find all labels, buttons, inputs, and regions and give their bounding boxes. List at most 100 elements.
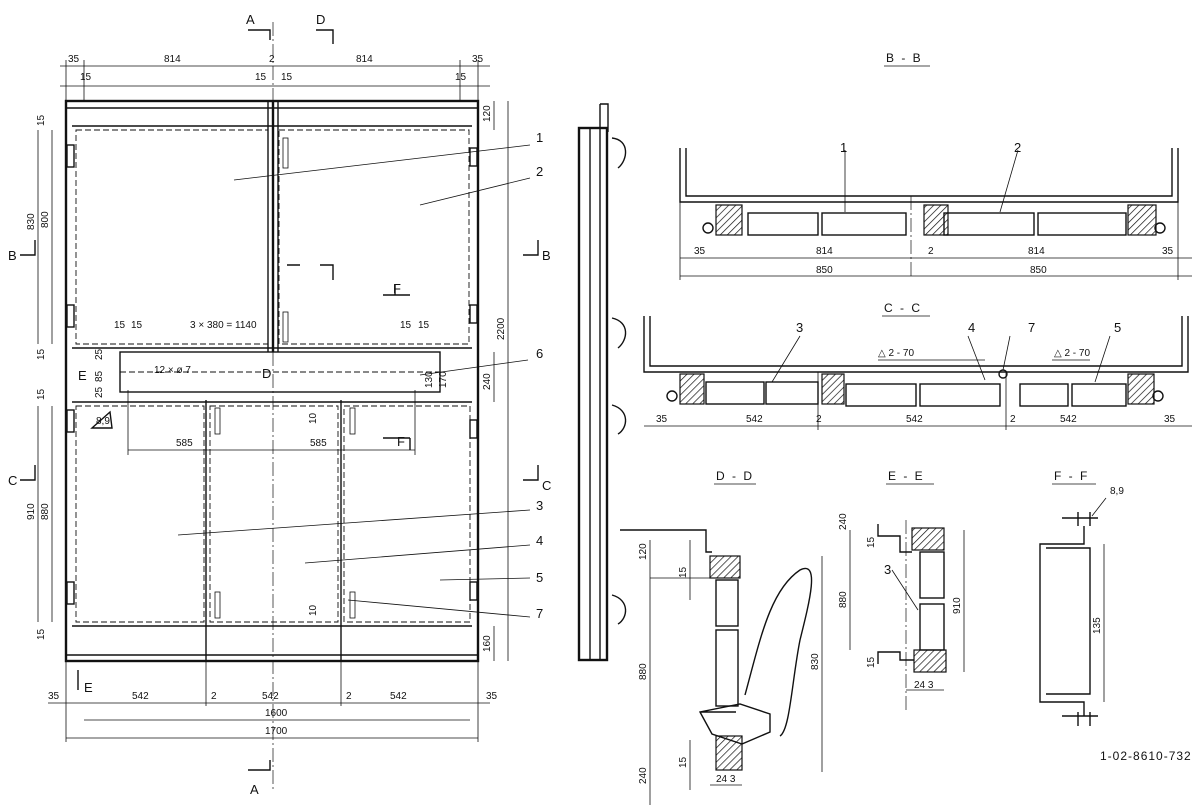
section-marker-f: F <box>393 281 401 296</box>
dim-right: 240 <box>482 373 493 390</box>
part-number: 7 <box>536 606 543 621</box>
dim-ee: 880 <box>838 591 849 608</box>
part-number: 3 <box>884 562 891 577</box>
dim-bottom: 35 <box>486 691 498 702</box>
part-number: 5 <box>1114 320 1121 335</box>
dim-dd: 15 <box>678 756 689 768</box>
side-view <box>577 103 627 662</box>
dim-left: 15 <box>36 628 47 640</box>
dim-left: 15 <box>36 114 47 126</box>
dim-dd: 240 <box>638 767 649 784</box>
section-marker-b: B <box>8 248 17 263</box>
dim-mid-small: 25 <box>94 348 105 360</box>
part-number: 3 <box>536 498 543 513</box>
dim-bottom: 35 <box>48 691 60 702</box>
part-number: 6 <box>536 346 543 361</box>
dim-cc: 35 <box>656 414 668 425</box>
section-ff: F - F 8,9 135 <box>1039 469 1124 726</box>
dim-ee: 910 <box>952 597 963 614</box>
dim-mid-small: 25 <box>94 386 105 398</box>
section-marker-e: E <box>78 368 87 383</box>
dim-inner: 585 <box>310 438 327 449</box>
upper-panel-right <box>278 129 470 345</box>
dim-small: 15 <box>255 72 267 83</box>
weld-note: △ 2 - 70 <box>878 348 914 359</box>
dim-bb: 35 <box>694 246 706 257</box>
weld-size: 8,9 <box>96 416 110 427</box>
part-number: 1 <box>536 130 543 145</box>
dim-mid: 15 <box>131 320 143 331</box>
dim-bottom: 542 <box>132 691 149 702</box>
dim-small: 15 <box>281 72 293 83</box>
section-marker-b: B <box>542 248 551 263</box>
dim-dd: 120 <box>638 543 649 560</box>
part-number: 4 <box>968 320 975 335</box>
lower-panel-middle <box>209 405 339 623</box>
dim-dd: 880 <box>638 663 649 680</box>
section-cc: C - C 3 4 7 5 △ 2 - 70 △ 2 - 70 35 542 2… <box>643 301 1192 430</box>
weld-note: △ 2 - 70 <box>1054 348 1090 359</box>
dim-small: 15 <box>80 72 92 83</box>
dim-overall-1700: 1700 <box>265 726 288 737</box>
part-number: 1 <box>840 140 847 155</box>
dim-inner: 585 <box>176 438 193 449</box>
dim-bottom: 542 <box>390 691 407 702</box>
dim-mid: 15 <box>418 320 430 331</box>
dim-top-814-right: 814 <box>356 54 373 65</box>
dim-small: 15 <box>455 72 467 83</box>
dim-ee: 15 <box>866 536 877 548</box>
dim-cc: 2 <box>1010 414 1016 425</box>
part-number: 5 <box>536 570 543 585</box>
part-number: 4 <box>536 533 543 548</box>
dim-mid: 15 <box>400 320 412 331</box>
section-marker-f: F <box>397 434 405 449</box>
dim-left: 15 <box>36 388 47 400</box>
dim-left: 910 <box>26 503 37 520</box>
dim-top-2: 2 <box>269 54 275 65</box>
part-number: 2 <box>1014 140 1021 155</box>
dim-left-35: 35 <box>68 54 80 65</box>
section-title-bb: B - B <box>886 51 923 65</box>
section-marker-a: A <box>250 782 259 797</box>
dim-ee: 15 <box>866 656 877 668</box>
section-marker-e: E <box>84 680 93 695</box>
dim-ff: 135 <box>1092 617 1103 634</box>
dim-left: 830 <box>26 213 37 230</box>
dim-bb: 850 <box>1030 265 1047 276</box>
dim-right-35: 35 <box>472 54 484 65</box>
section-marker-c: C <box>542 478 551 493</box>
dim-cc: 542 <box>1060 414 1077 425</box>
dim-right: 2200 <box>496 317 507 340</box>
dim-bb: 2 <box>928 246 934 257</box>
dim-cc: 542 <box>746 414 763 425</box>
dim-bottom: 2 <box>211 691 217 702</box>
dim-left: 880 <box>40 503 51 520</box>
part-number: 2 <box>536 164 543 179</box>
dim-top-814-left: 814 <box>164 54 181 65</box>
lower-panel-left <box>75 405 205 623</box>
drawing-number: 1-02-8610-732 <box>1100 749 1192 763</box>
section-marker-a: A <box>246 12 255 27</box>
dim-bb: 814 <box>1028 246 1045 257</box>
dim-holes: 12 × ø 7 <box>154 365 191 376</box>
section-title-dd: D - D <box>716 469 754 483</box>
dim-mid-small: 130 <box>424 371 435 388</box>
section-ee: E - E 3 240 15 880 910 15 24 3 <box>838 469 965 712</box>
dim-mid: 15 <box>114 320 126 331</box>
dim-dd: 24 3 <box>716 774 736 785</box>
section-title-ee: E - E <box>888 469 925 483</box>
dim-left: 15 <box>36 348 47 360</box>
dim-cc: 542 <box>906 414 923 425</box>
section-title-cc: C - C <box>884 301 922 315</box>
dim-right: 120 <box>482 105 493 122</box>
upper-panel-left <box>75 129 269 345</box>
section-marker-d: D <box>262 366 271 381</box>
section-bb: B - B 1 2 35 814 2 814 35 850 850 <box>679 51 1192 280</box>
dim-bb: 850 <box>816 265 833 276</box>
dim-mid-small: 10 <box>308 604 319 616</box>
part-number: 3 <box>796 320 803 335</box>
dim-dd: 830 <box>810 653 821 670</box>
part-number: 7 <box>1028 320 1035 335</box>
dim-bb: 814 <box>816 246 833 257</box>
